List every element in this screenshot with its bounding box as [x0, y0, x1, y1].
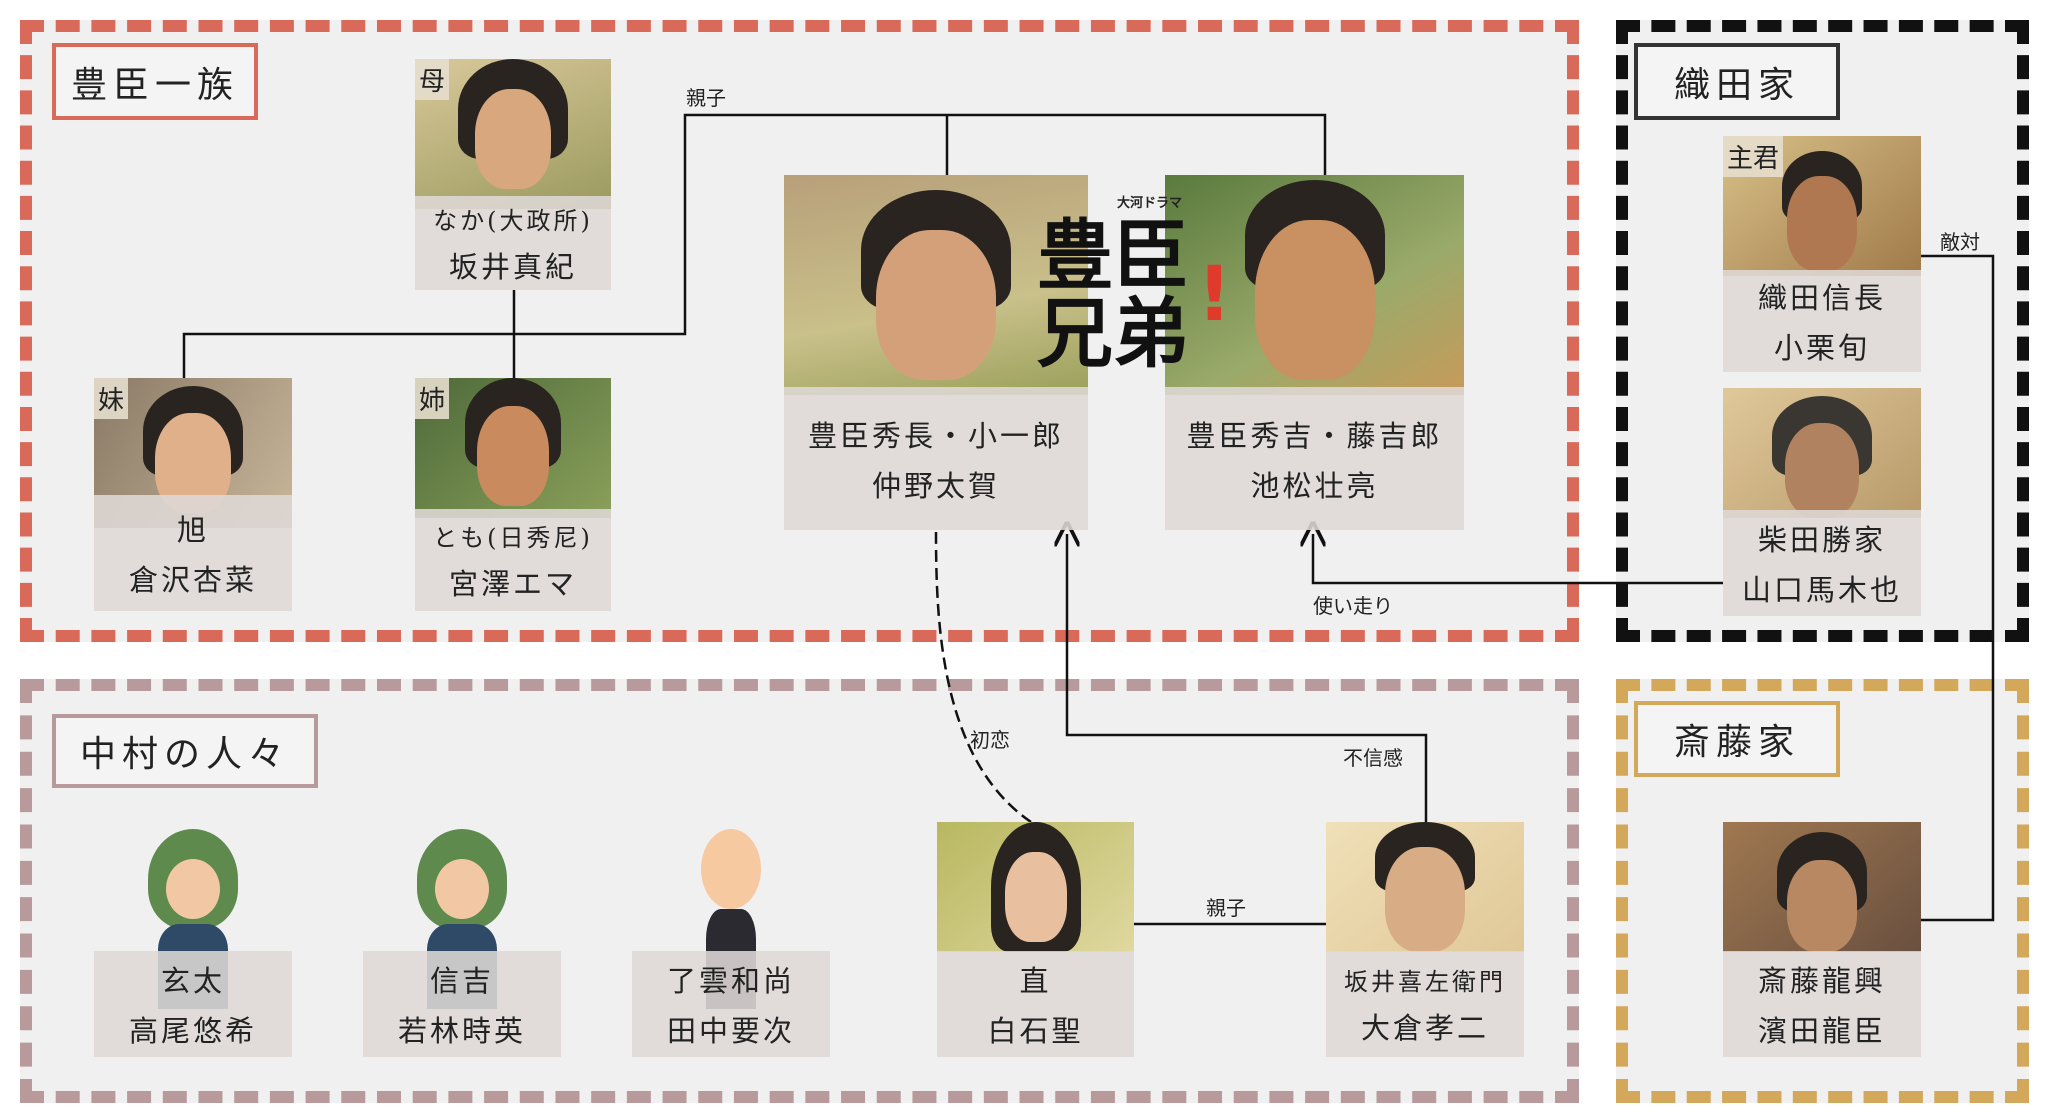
- relation-label-hostile: 敵対: [1940, 230, 1980, 254]
- line-distrust: [1067, 534, 1428, 822]
- person-card-hidenaga[interactable]: 豊臣秀長・小一郎仲野太賀: [784, 175, 1088, 530]
- actor-name: 小栗旬: [1773, 331, 1870, 365]
- caption: 了雲和尚田中要次: [632, 951, 830, 1057]
- actor-name: 坂井真紀: [448, 249, 577, 284]
- actor-name: 濱田龍臣: [1757, 1014, 1886, 1048]
- logo-title-bottom: 兄弟: [1037, 289, 1189, 378]
- group-label-nakamura: 中村の人々: [52, 714, 318, 788]
- line-errand: [1313, 534, 1723, 585]
- caption: 斎藤龍興濱田龍臣: [1723, 951, 1921, 1057]
- caption: 坂井喜左衛門大倉孝二: [1326, 951, 1524, 1057]
- relation-label-parent-child: 親子: [686, 86, 726, 110]
- relation-tag: 妹: [94, 378, 129, 419]
- role-name: 玄太: [160, 964, 225, 998]
- actor-name: 大倉孝二: [1360, 1010, 1489, 1045]
- caption: 直白石聖: [937, 951, 1134, 1057]
- caption: 豊臣秀長・小一郎仲野太賀: [784, 387, 1088, 530]
- group-label-saito: 斎藤家: [1634, 701, 1840, 777]
- relation-tag: 主君: [1723, 136, 1784, 177]
- relation-tag: 母: [415, 59, 450, 100]
- person-card-tomo[interactable]: 姉 とも(日秀尼) 宮澤エマ: [415, 378, 611, 611]
- actor-name: 池松壮亮: [1250, 468, 1379, 503]
- person-card-tatsuoki[interactable]: 斎藤龍興濱田龍臣: [1723, 822, 1921, 1057]
- group-label-toyotomi: 豊臣一族: [52, 43, 258, 120]
- person-card-hideyoshi[interactable]: 豊臣秀吉・藤吉郎池松壮亮: [1165, 175, 1464, 530]
- role-name: 直: [1019, 964, 1052, 998]
- role-name: 信吉: [429, 964, 494, 998]
- caption: 旭倉沢杏菜: [94, 495, 292, 611]
- actor-name: 若林時英: [397, 1014, 526, 1048]
- portrait-photo: [784, 175, 1088, 395]
- caption: 織田信長小栗旬: [1723, 270, 1921, 372]
- caption: 豊臣秀吉・藤吉郎池松壮亮: [1165, 387, 1464, 530]
- relation-label-errand: 使い走り: [1313, 594, 1393, 618]
- actor-name: 仲野太賀: [871, 468, 1000, 503]
- person-card-sakai[interactable]: 坂井喜左衛門大倉孝二: [1326, 822, 1524, 1057]
- role-name: 豊臣秀吉・藤吉郎: [1186, 418, 1443, 453]
- person-card-nobunaga[interactable]: 主君 織田信長小栗旬: [1723, 136, 1921, 372]
- role-name: 斎藤龍興: [1757, 964, 1886, 998]
- actor-name: 倉沢杏菜: [128, 563, 257, 597]
- portrait-photo: [1723, 822, 1921, 952]
- drama-logo: 大河ドラマ 豊臣 兄弟 !: [1037, 196, 1232, 378]
- line-family-tree: [182, 113, 1327, 378]
- actor-name: 宮澤エマ: [448, 566, 577, 601]
- caption: 玄太高尾悠希: [94, 951, 292, 1057]
- caption: 信吉若林時英: [363, 951, 561, 1057]
- line-hostile: [1921, 254, 1995, 922]
- actor-name: 白石聖: [987, 1014, 1084, 1048]
- person-card-genta[interactable]: 玄太高尾悠希: [94, 829, 292, 1057]
- relation-label-parent-child-bottom: 親子: [1206, 896, 1246, 920]
- person-card-ryoun[interactable]: 了雲和尚田中要次: [632, 829, 830, 1057]
- group-label-oda: 織田家: [1634, 43, 1840, 120]
- role-name: 織田信長: [1757, 281, 1886, 315]
- portrait-photo: [1165, 175, 1464, 395]
- logo-title-top: 豊臣: [1037, 211, 1189, 300]
- logo-subtitle: 大河ドラマ: [1117, 196, 1183, 211]
- role-name: 柴田勝家: [1757, 523, 1886, 557]
- role-name: とも(日秀尼): [433, 523, 593, 552]
- caption: なか(大政所) 坂井真紀: [415, 196, 611, 290]
- person-card-nao[interactable]: 直白石聖: [937, 822, 1134, 1057]
- portrait-photo: [937, 822, 1134, 952]
- person-card-asahi[interactable]: 妹 旭倉沢杏菜: [94, 378, 292, 611]
- role-name: 旭: [176, 513, 209, 547]
- relation-label-distrust: 不信感: [1343, 746, 1403, 770]
- line-first-love: [934, 531, 1032, 824]
- caption: 柴田勝家山口馬木也: [1723, 510, 1921, 616]
- role-name: 坂井喜左衛門: [1344, 967, 1506, 996]
- portrait-photo: [415, 378, 611, 518]
- caption: とも(日秀尼) 宮澤エマ: [415, 509, 611, 611]
- relation-tag: 姉: [415, 378, 450, 419]
- portrait-photo: [1326, 822, 1524, 952]
- person-card-shinkichi[interactable]: 信吉若林時英: [363, 829, 561, 1057]
- actor-name: 田中要次: [666, 1014, 795, 1048]
- role-name: 了雲和尚: [666, 964, 795, 998]
- person-card-naka[interactable]: 母 なか(大政所) 坂井真紀: [415, 59, 611, 290]
- person-card-shibata[interactable]: 柴田勝家山口馬木也: [1723, 388, 1921, 616]
- portrait-photo: [1723, 388, 1921, 518]
- role-name: なか(大政所): [433, 206, 593, 235]
- logo-exclamation: !: [1197, 249, 1232, 338]
- role-name: 豊臣秀長・小一郎: [807, 418, 1064, 453]
- relation-label-first-love: 初恋: [970, 728, 1010, 752]
- actor-name: 高尾悠希: [128, 1014, 257, 1048]
- actor-name: 山口馬木也: [1741, 573, 1902, 607]
